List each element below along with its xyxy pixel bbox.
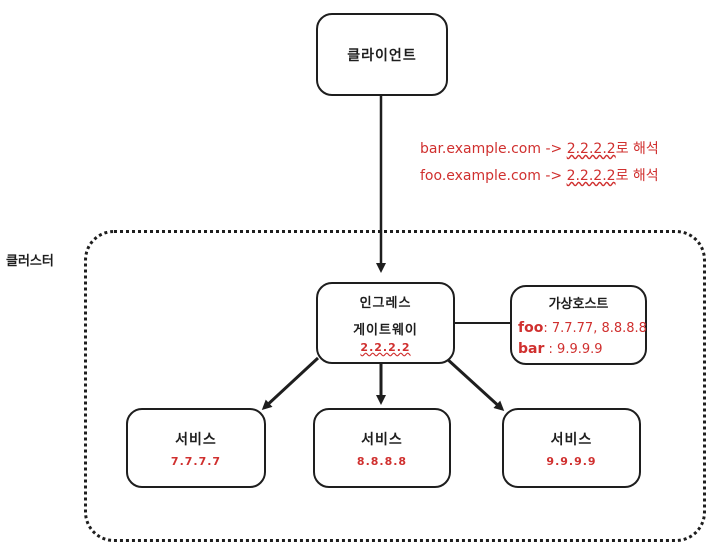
dns-suffix-bar: 로 해석 [615,141,659,157]
service-2-label: 서비스 [361,431,403,448]
service-node-1[interactable]: 서비스 7.7.7.7 [126,408,266,488]
vhost-title: 가상호스트 [548,297,609,312]
service-node-3[interactable]: 서비스 9.9.9.9 [502,408,641,488]
arrow-ingress-to-service-1 [261,356,320,411]
cluster-boundary [84,230,706,542]
service-3-label: 서비스 [550,431,593,448]
vhost-row-foo: foo: 7.7.77, 8.8.8.8 [518,318,647,339]
vhost-bar-ips: 9.9.9.9 [557,342,603,357]
service-3-ip: 9.9.9.9 [546,454,597,468]
vhost-foo-ips: 7.7.77, 8.8.8.8 [551,321,647,336]
dns-annotation-bar: bar.example.com -> 2.2.2.2로 해석 [420,138,659,158]
service-node-2[interactable]: 서비스 8.8.8.8 [313,408,451,488]
client-label: 클라이언트 [347,47,417,64]
service-2-ip: 8.8.8.8 [356,454,408,468]
arrow-ingress-to-service-3 [444,356,505,412]
client-node[interactable]: 클라이언트 [316,13,448,96]
dns-annotation-foo: foo.example.com -> 2.2.2.2로 해석 [420,165,659,185]
vhost-bar-name: bar [518,341,545,357]
dns-arrow-foo: -> [545,168,563,184]
dns-host-bar: bar.example.com [420,141,541,157]
virtual-host-node[interactable]: 가상호스트 foo: 7.7.77, 8.8.8.8 bar : 9.9.9.9 [510,285,647,365]
gateway-label: 게이트웨이 [353,323,418,338]
dns-suffix-foo: 로 해석 [615,168,659,184]
vhost-foo-sep: : [543,321,548,336]
vhost-bar-sep: : [548,342,553,357]
cluster-label: 클러스터 [6,254,54,269]
ingress-ip: 2.2.2.2 [360,341,411,354]
ingress-label: 인그레스 [359,296,412,311]
dns-ip-foo: 2.2.2.2 [566,168,616,184]
ingress-gateway-node[interactable]: 인그레스 게이트웨이 2.2.2.2 [316,282,455,364]
service-1-ip: 7.7.7.7 [170,454,222,468]
vhost-foo-name: foo [518,320,544,336]
service-1-label: 서비스 [175,431,217,448]
dns-ip-bar: 2.2.2.2 [566,141,616,157]
dns-host-foo: foo.example.com [420,168,541,184]
dns-arrow-bar: -> [545,141,563,157]
vhost-row-bar: bar : 9.9.9.9 [518,339,603,360]
